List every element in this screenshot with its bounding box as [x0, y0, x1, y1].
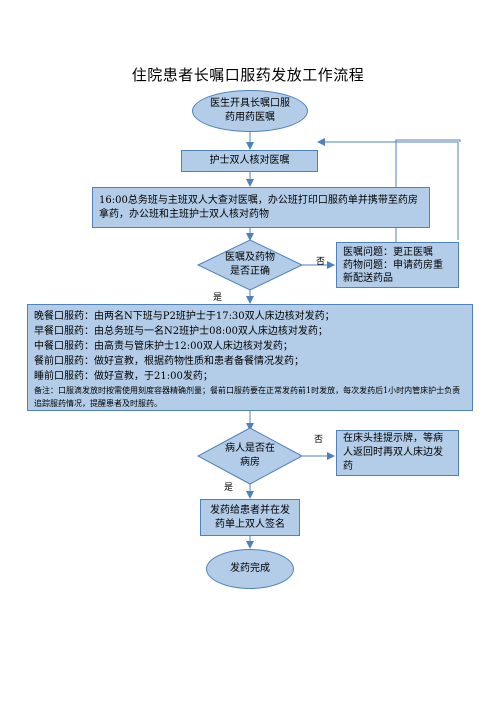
fix-problem-box: 医嘱问题：更正医嘱 药物问题：申请药房重新配送药品 [336, 242, 459, 288]
absent-action-label: 在床头挂提示牌，等病人返回时再双人床边发药 [343, 433, 443, 472]
dispense-schedule-box: 晚餐口服药：由两名N下班与P2班护士于17:30双人床边核对发药； 早餐口服药：… [27, 304, 473, 411]
line-feedback-loop [322, 141, 459, 240]
decision-ward-label: 病人是否在病房 [225, 443, 275, 468]
start-node: 医生开具长嘱口服药用药医嘱 [192, 90, 308, 132]
fix-problem-line1: 医嘱问题：更正医嘱 [343, 247, 433, 258]
dispense-line: 中餐口服药：由高责与管床护士12:00双人床边核对发药； [34, 341, 293, 352]
verify-orders-box: 护士双人核对医嘱 [181, 150, 318, 172]
dispense-line: 晚餐口服药：由两名N下班与P2班护士于17:30双人床边核对发药； [34, 311, 335, 322]
fix-problem-line2: 药物问题：申请药房重新配送药品 [343, 260, 443, 284]
end-node: 发药完成 [206, 549, 294, 589]
page-title: 住院患者长嘱口服药发放工作流程 [131, 66, 365, 84]
edge-label-no-1: 否 [316, 257, 326, 267]
start-node-label: 医生开具长嘱口服药用药医嘱 [210, 98, 290, 123]
edge-label-no-2: 否 [314, 435, 324, 445]
verify-orders-label: 护士双人核对医嘱 [209, 155, 290, 166]
dispense-note: 备注：口服滴发放时按需使用刻度容器精确剂量；餐前口服药要在正常发药前1时发放，每… [34, 386, 461, 408]
decision-diamond-correct [196, 239, 304, 291]
absent-action-box: 在床头挂提示牌，等病人返回时再双人床边发药 [336, 430, 459, 476]
edge-label-yes-2: 是 [224, 483, 234, 493]
give-sign-box: 发药给患者并在发药单上双人签名 [200, 499, 300, 536]
print-orders-label: 16:00总务班与主班双人大查对医嘱，办公班打印口服药单并携带至药房拿药，办公班… [99, 194, 418, 220]
dispense-line: 餐前口服药：做好宣教，根据药物性质和患者备餐情况发药； [34, 356, 304, 367]
decision-correct-label: 医嘱及药物是否正确 [225, 252, 275, 277]
give-sign-label: 发药给患者并在发药单上双人签名 [210, 504, 290, 530]
dispense-line: 早餐口服药：由总务班与一名N2班护士08:00双人床边核对发药； [34, 326, 328, 337]
edge-label-yes-1: 是 [213, 293, 223, 303]
dispense-line: 睡前口服药：做好宣教，于21:00发药； [34, 371, 213, 382]
print-orders-box: 16:00总务班与主班双人大查对医嘱，办公班打印口服药单并携带至药房拿药，办公班… [92, 187, 430, 228]
end-node-label: 发药完成 [230, 563, 270, 574]
decision-diamond-ward [196, 427, 304, 485]
